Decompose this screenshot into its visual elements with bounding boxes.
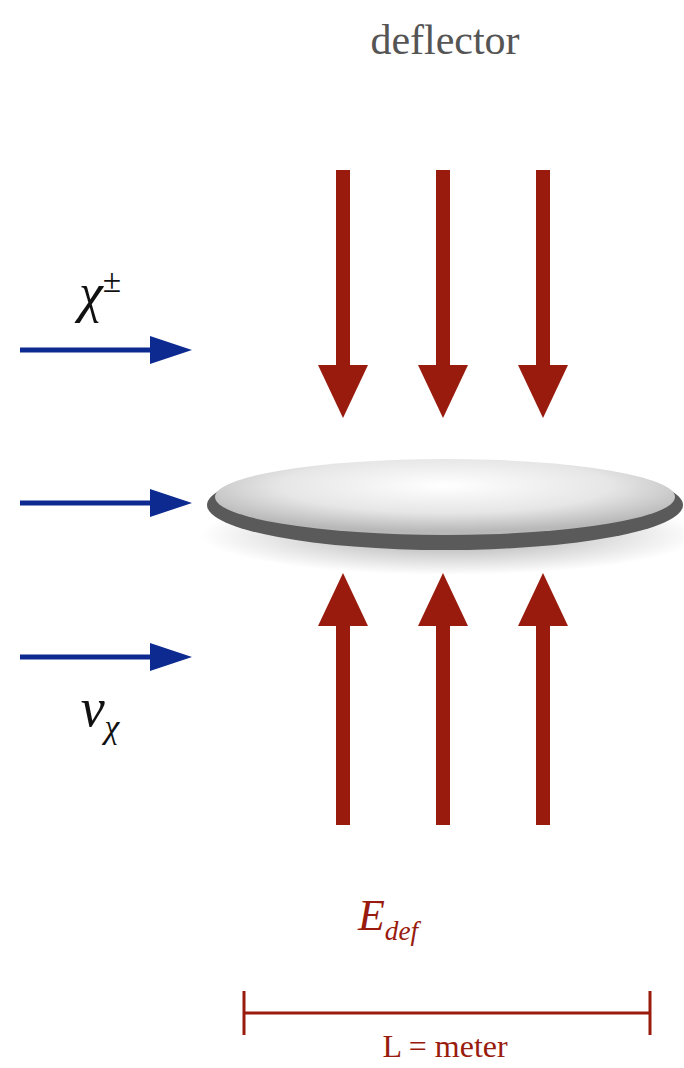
plate-top bbox=[215, 459, 675, 535]
field-label: Edef bbox=[358, 894, 418, 945]
length-label: L = meter bbox=[382, 1030, 507, 1062]
field-arrows-up bbox=[318, 573, 568, 825]
diagram-title: deflector bbox=[370, 19, 519, 61]
velocity-label: vχ bbox=[81, 681, 120, 743]
plate-rim bbox=[207, 460, 683, 550]
particle-arrows bbox=[20, 336, 192, 671]
field-arrows-down bbox=[318, 170, 568, 418]
length-bracket bbox=[244, 991, 650, 1035]
particle-label: χ± bbox=[79, 264, 121, 320]
